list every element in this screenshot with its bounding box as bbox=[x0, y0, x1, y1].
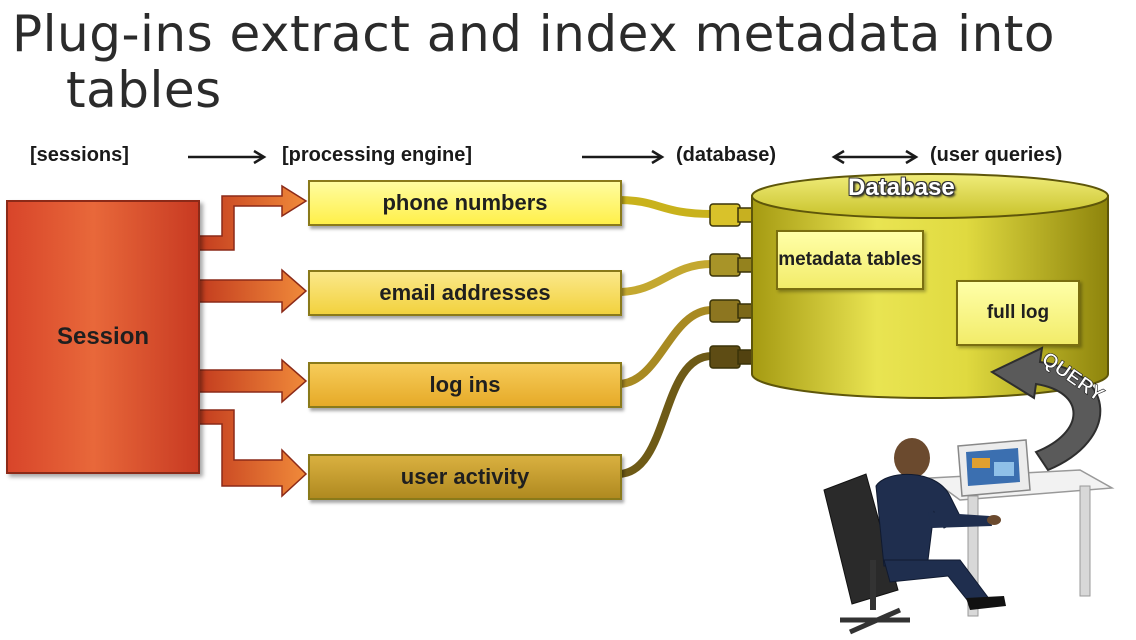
session-label: Session bbox=[56, 323, 150, 350]
session-box: Session bbox=[6, 200, 200, 474]
plugin-phone-numbers: phone numbers bbox=[308, 180, 622, 226]
flow-legend: [sessions] [processing engine] (database… bbox=[0, 144, 1136, 172]
flow-sessions-label: [sessions] bbox=[30, 144, 129, 166]
page-title: Plug-ins extract and index metadata into… bbox=[12, 6, 1132, 118]
database-label: Database bbox=[848, 174, 955, 201]
flow-queries-label: (user queries) bbox=[930, 144, 1063, 166]
plugin-email-addresses: email addresses bbox=[308, 270, 622, 316]
title-line-1: Plug-ins extract and index metadata into bbox=[12, 5, 1055, 63]
full-log-label: full log bbox=[986, 302, 1050, 323]
plugin-user-activity: user activity bbox=[308, 454, 622, 500]
plugin-log-ins-label: log ins bbox=[429, 372, 501, 397]
plugin-email-addresses-label: email addresses bbox=[379, 280, 551, 305]
plugin-user-activity-label: user activity bbox=[400, 464, 530, 489]
flow-database-label: (database) bbox=[676, 144, 777, 166]
flow-engine-label: [processing engine] bbox=[282, 144, 473, 166]
title-line-2: tables bbox=[66, 61, 222, 119]
plugin-log-ins: log ins bbox=[308, 362, 622, 408]
plugin-phone-numbers-label: phone numbers bbox=[382, 190, 548, 215]
session-arrows bbox=[195, 184, 308, 498]
metadata-tables-label: metadata tables bbox=[778, 249, 922, 270]
flow-arrows bbox=[188, 149, 919, 165]
cables bbox=[614, 196, 716, 478]
person-at-computer-icon bbox=[823, 438, 1115, 635]
plugs bbox=[709, 203, 753, 369]
full-log-box: full log bbox=[956, 280, 1080, 346]
metadata-tables-box: metadata tables bbox=[776, 230, 924, 290]
